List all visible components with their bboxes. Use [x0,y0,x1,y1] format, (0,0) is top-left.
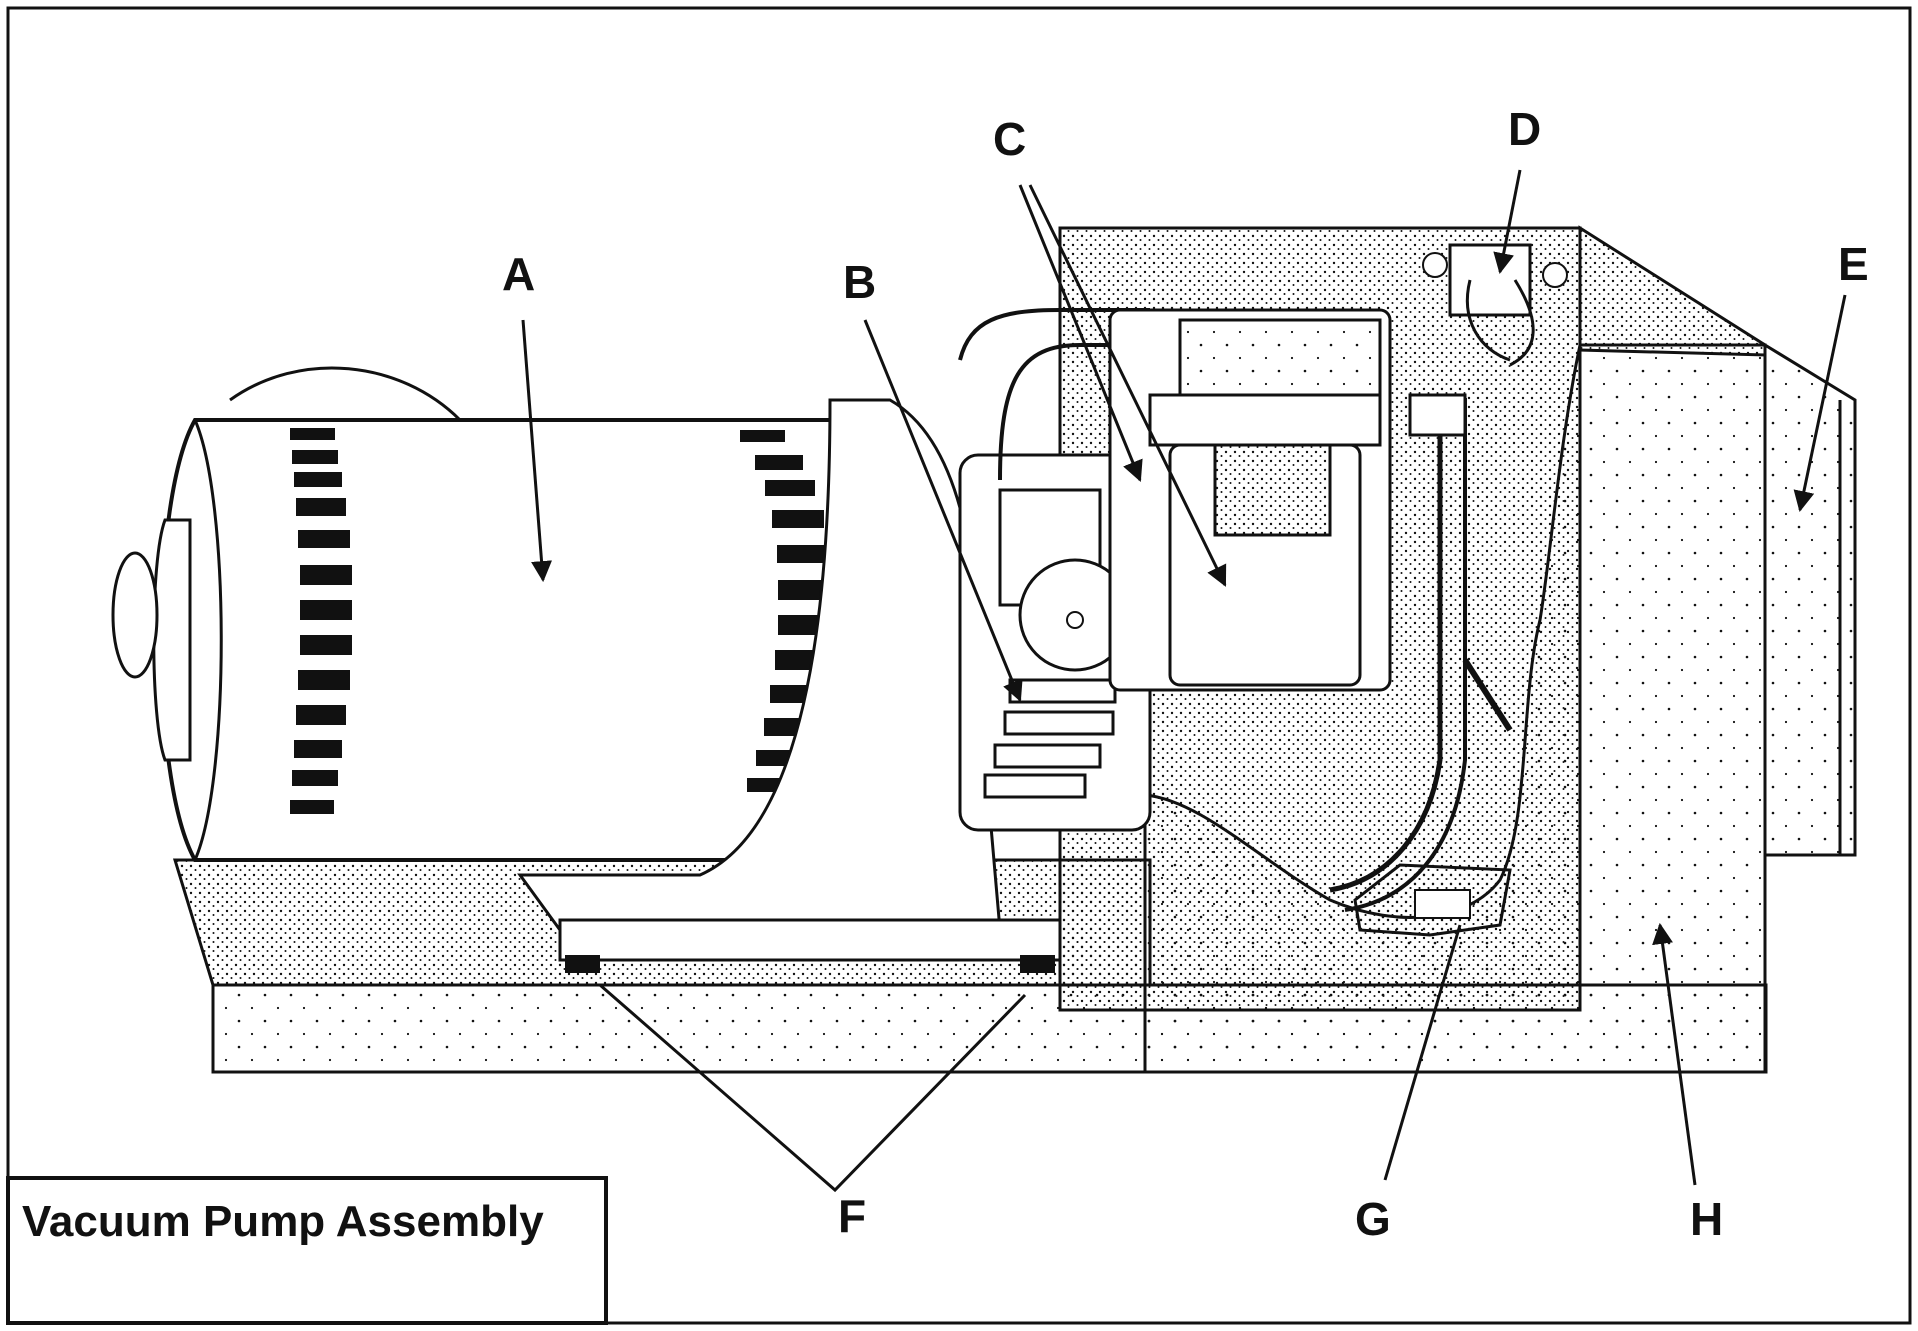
leader-lines [521,169,1847,1193]
pump-b [958,453,1152,832]
motor-bracket [517,398,1062,973]
callout-c: C [993,113,1026,165]
callout-e: E [1838,238,1869,290]
figure-title: Vacuum Pump Assembly [22,1197,544,1246]
mount-foot-right [1020,955,1055,973]
gauge-g [1353,863,1512,937]
callout-a: A [502,248,535,300]
callout-b: B [843,256,876,308]
motor-vent-slots-left [290,428,352,814]
leader-b [863,319,1023,702]
leader-g [1383,924,1462,1181]
callout-d: D [1508,103,1541,155]
mount-foot-left [565,955,600,973]
leader-f [599,983,1027,1193]
side-panel-e [1763,342,1857,857]
hose [1329,393,1513,912]
electrical-box-d [1422,243,1568,367]
callout-g: G [1355,1193,1391,1245]
title-box: Vacuum Pump Assembly [6,1176,608,1325]
filter-canister-c [958,308,1392,692]
leader-d [1493,169,1522,275]
callout-f: F [838,1190,866,1242]
leader-e [1793,294,1847,513]
callout-h: H [1690,1193,1723,1245]
motor-a [111,366,871,862]
leader-c2 [1028,184,1227,587]
leader-a [521,319,553,583]
leader-c1 [1018,184,1143,482]
leader-h [1652,922,1697,1186]
